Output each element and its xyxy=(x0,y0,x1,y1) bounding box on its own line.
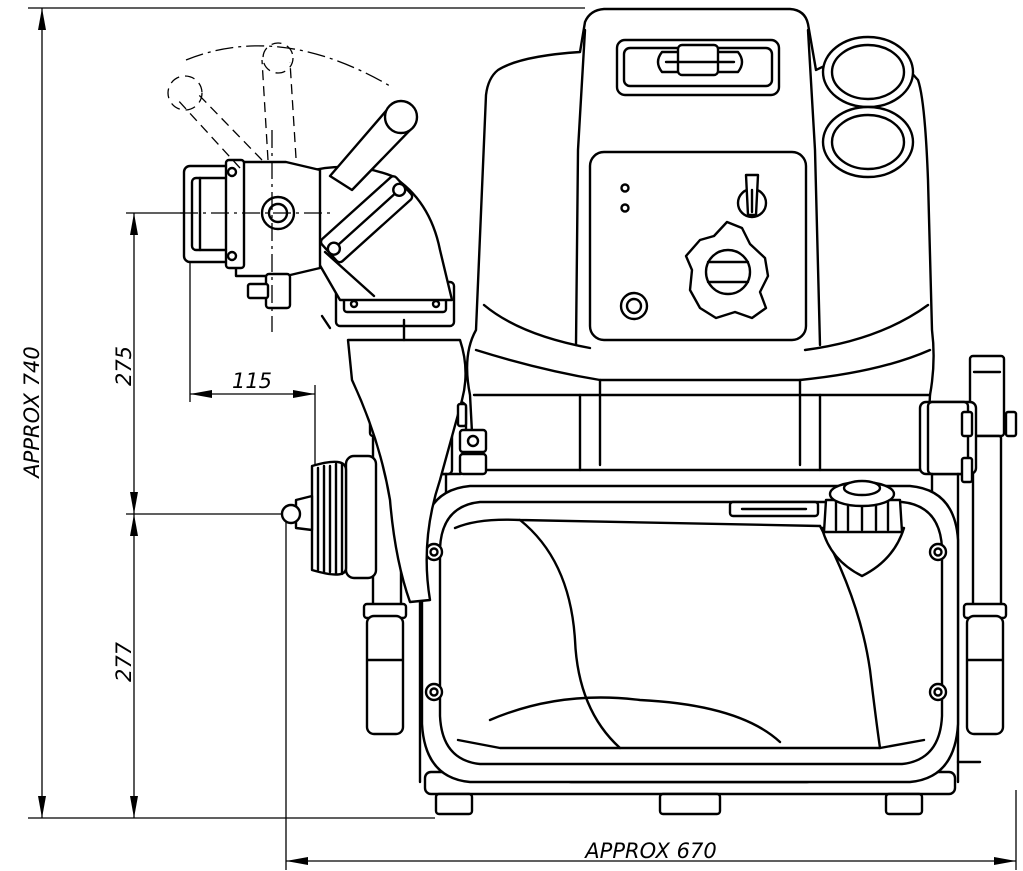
pump-assembly xyxy=(167,42,467,604)
fuel-tank xyxy=(420,479,960,784)
side-details xyxy=(456,402,1018,764)
filter-caps xyxy=(821,35,915,179)
overall-width-label: APPROX 670 xyxy=(583,839,716,863)
engine-housing xyxy=(465,7,935,472)
overall-height-label: APPROX 740 xyxy=(20,346,44,479)
outlet-height-upper-label: 275 xyxy=(112,346,136,386)
outlet-offset-label: 115 xyxy=(232,369,272,393)
dimension-lines xyxy=(28,7,1017,870)
outlet-height-lower-label: 277 xyxy=(112,641,136,682)
